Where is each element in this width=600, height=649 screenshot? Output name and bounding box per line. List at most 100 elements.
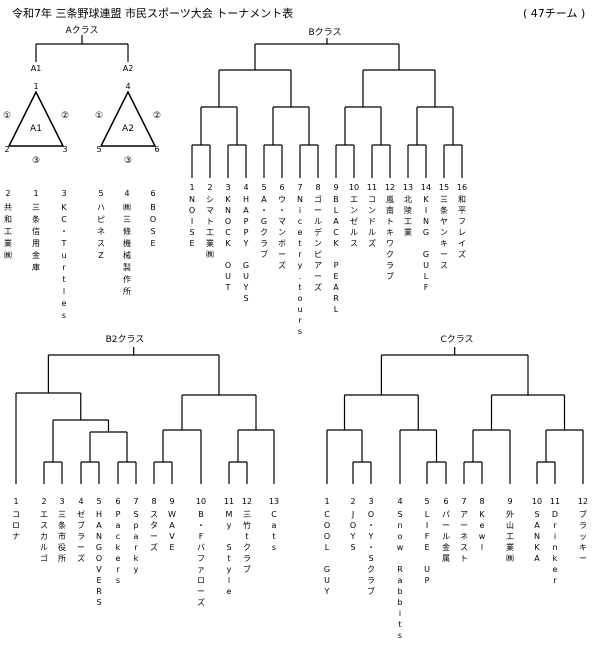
a2-side-2: ②: [153, 111, 161, 121]
b-team-number: 1: [189, 183, 194, 192]
b-team-name: 三条ヤンキース: [440, 195, 448, 270]
a-team-name: 共和工業㈱: [4, 203, 12, 260]
c-team-number: 2: [350, 497, 355, 506]
c-team-name: 外山工業㈱: [506, 509, 514, 563]
b-team-number: 8: [315, 183, 320, 192]
a2-vertex-right: 6: [154, 145, 159, 154]
b2-team-number: 6: [115, 497, 120, 506]
c-team-number: 11: [550, 497, 560, 506]
b-team-number: 3: [225, 183, 230, 192]
b-team-name: 北陵工業: [404, 195, 412, 237]
b2-team-name: スターズ: [150, 510, 158, 552]
a-team-number: 5: [98, 189, 103, 198]
a2-vertex-left: 5: [96, 145, 101, 154]
b2-team-number: 9: [169, 497, 174, 506]
b2-team-number: 1: [13, 497, 18, 506]
a1-side-3: ③: [32, 156, 40, 166]
a1-vertex-top: 1: [33, 82, 38, 91]
c-team-number: 1: [324, 497, 329, 506]
b-team-name: ウ・マンボーズ: [278, 195, 286, 270]
b2-team-number: 11: [224, 497, 234, 506]
b2-team-name: エスカルゴ: [40, 510, 48, 563]
b-team-number: 10: [349, 183, 359, 192]
b2-team-number: 2: [41, 497, 46, 506]
b-team-number: 4: [243, 183, 248, 192]
a1-vertex-right: 3: [62, 145, 67, 154]
c-team-name: アーネスト: [460, 510, 468, 563]
b-team-number: 13: [403, 183, 413, 192]
a-team-number: 1: [33, 189, 38, 198]
b-team-name: ゴールデンピアーズ: [314, 194, 322, 292]
b2-team-name: コロナ: [12, 510, 20, 541]
b2-team-number: 12: [242, 497, 252, 506]
a-team-number: 4: [124, 189, 129, 198]
a2-vertex-top: 4: [125, 82, 130, 91]
b-team-name: シマト工業㈱: [206, 195, 214, 259]
b-team-number: 15: [439, 183, 449, 192]
c-team-number: 4: [397, 497, 402, 506]
c-team-number: 5: [424, 497, 429, 506]
a1-side-1: ①: [3, 111, 11, 121]
b-team-number: 11: [367, 183, 377, 192]
b-team-name: コンドルズ: [368, 195, 376, 248]
b-team-name: エンゼルス: [350, 195, 358, 248]
c-team-name: ブラッキー: [579, 509, 587, 563]
a2-side-1: ①: [95, 111, 103, 121]
b-team-number: 6: [279, 183, 284, 192]
a-team-name: ㈱三條機械製作所: [123, 202, 131, 296]
a2-side-3: ③: [124, 156, 132, 166]
c-team-number: 9: [507, 497, 512, 506]
b-team-name: 嵐南トキワクラブ: [386, 195, 394, 281]
b-team-number: 9: [333, 183, 338, 192]
b-team-number: 5: [261, 183, 266, 192]
c-team-number: 3: [368, 497, 373, 506]
b2-team-number: 4: [78, 497, 83, 506]
b2-team-number: 3: [59, 497, 64, 506]
b2-team-number: 5: [96, 497, 101, 506]
page-title: 令和7年 三条野球連盟 市民スポーツ大会 トーナメント表: [12, 7, 294, 20]
b2-team-name: 三条市役所: [58, 510, 66, 563]
a1-vertex-left: 2: [4, 145, 9, 154]
b2-team-number: 13: [269, 497, 279, 506]
a2-triangle: [99, 90, 157, 147]
c-team-name: パール金属: [442, 510, 450, 563]
c-team-number: 8: [479, 497, 484, 506]
b2-team-name: ゼブラーズ: [77, 509, 85, 563]
c-team-number: 7: [461, 497, 466, 506]
a-team-name: 三条信用金庫: [32, 203, 40, 272]
c-team-number: 6: [443, 497, 448, 506]
a2-center-label: A2: [122, 124, 134, 134]
b2-team-number: 10: [196, 497, 206, 506]
b-team-name: 和平フレイズ: [458, 195, 466, 259]
c-team-number: 10: [532, 497, 542, 506]
a1-side-2: ②: [61, 111, 69, 121]
a1-seed-label: A1: [31, 64, 42, 73]
c-class-label: Cクラス: [440, 334, 473, 345]
a1-triangle: [7, 90, 65, 147]
b-team-number: 12: [385, 183, 395, 192]
a-team-number: 3: [61, 189, 66, 198]
a2-seed-label: A2: [123, 64, 134, 73]
a-team-number: 2: [5, 189, 10, 198]
